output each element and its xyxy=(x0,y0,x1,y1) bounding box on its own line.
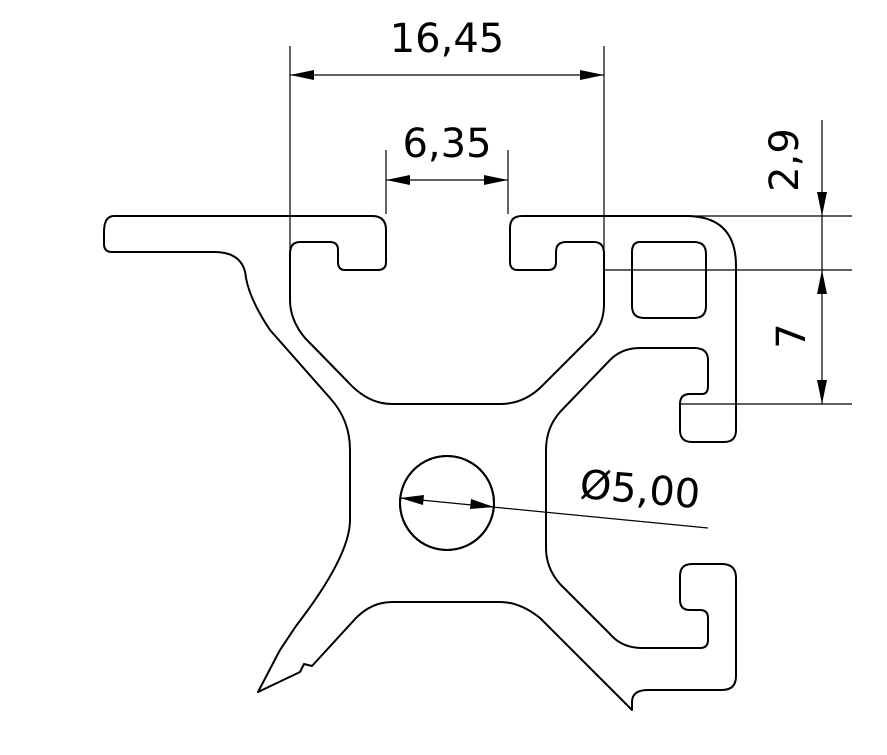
dimension-label-slot-depth: 7 xyxy=(769,323,815,348)
profile-section xyxy=(103,215,737,711)
dimension-bore-diameter: Ø5,00 xyxy=(399,462,709,529)
profile-outline xyxy=(103,215,737,711)
dimension-slot-depth: 7 xyxy=(769,270,827,404)
dimension-label-slot-opening: 6,35 xyxy=(402,121,491,167)
dimension-slot-opening: 6,35 xyxy=(386,121,508,185)
dimension-label-bore-diameter: Ø5,00 xyxy=(578,462,702,518)
bore-circle xyxy=(399,455,495,551)
dimension-label-overall-width: 16,45 xyxy=(390,16,505,62)
dimension-label-top-wall: 2,9 xyxy=(762,128,808,192)
dimension-top-wall: 2,9 xyxy=(762,128,827,294)
dimension-overall-width: 16,45 xyxy=(290,16,604,80)
extension-lines xyxy=(289,46,852,405)
